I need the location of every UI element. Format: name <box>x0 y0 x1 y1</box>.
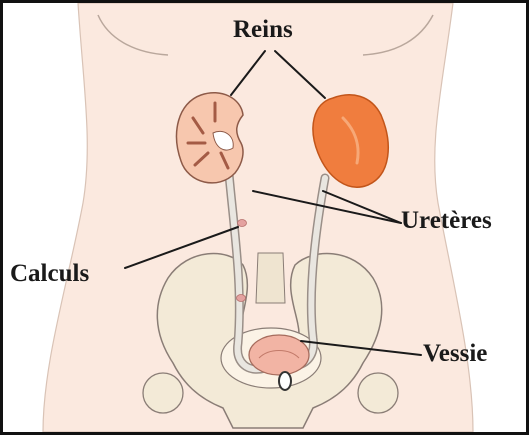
kidney-left-section <box>177 93 243 183</box>
urethra <box>279 372 291 390</box>
stone-upper <box>238 220 247 227</box>
hip-joint-right <box>358 373 398 413</box>
stone-lower <box>237 295 246 302</box>
label-ureters: Uretères <box>401 208 492 233</box>
label-bladder: Vessie <box>423 341 487 366</box>
label-kidneys: Reins <box>233 17 293 42</box>
label-stones: Calculs <box>10 261 89 286</box>
hip-joint-left <box>143 373 183 413</box>
lower-spine <box>256 253 285 303</box>
